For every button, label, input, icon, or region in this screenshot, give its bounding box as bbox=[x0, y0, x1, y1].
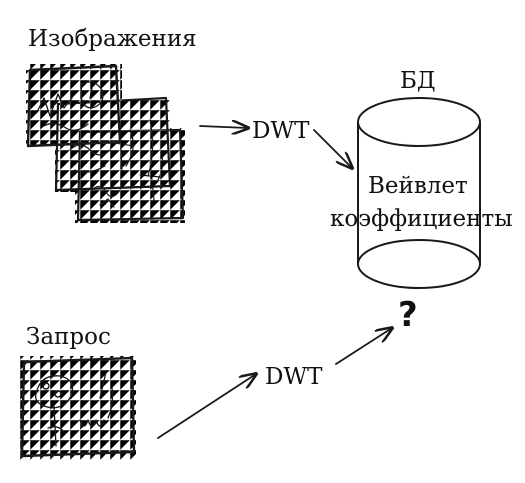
sketch-query-image-icon bbox=[20, 356, 136, 460]
database-cylinder-icon bbox=[357, 97, 481, 289]
arrow-dwt-to-db bbox=[313, 129, 352, 168]
db-label: БД bbox=[400, 68, 436, 94]
arrow-images-to-dwt bbox=[199, 126, 248, 128]
arrow-query-to-dwt bbox=[157, 374, 256, 439]
dwt-top-label: DWT bbox=[252, 118, 310, 144]
dwt-bottom-label: DWT bbox=[265, 364, 323, 390]
coefficients-line1: Вейвлет bbox=[368, 173, 468, 199]
arrow-dwt-to-query bbox=[335, 328, 392, 365]
query-label: Запрос bbox=[26, 324, 111, 350]
images-label: Изображения bbox=[28, 26, 197, 52]
coefficients-line2: коэффициенты bbox=[330, 206, 513, 232]
question-mark-icon: ? bbox=[398, 295, 418, 335]
sketch-image-stack-icon bbox=[26, 64, 185, 223]
